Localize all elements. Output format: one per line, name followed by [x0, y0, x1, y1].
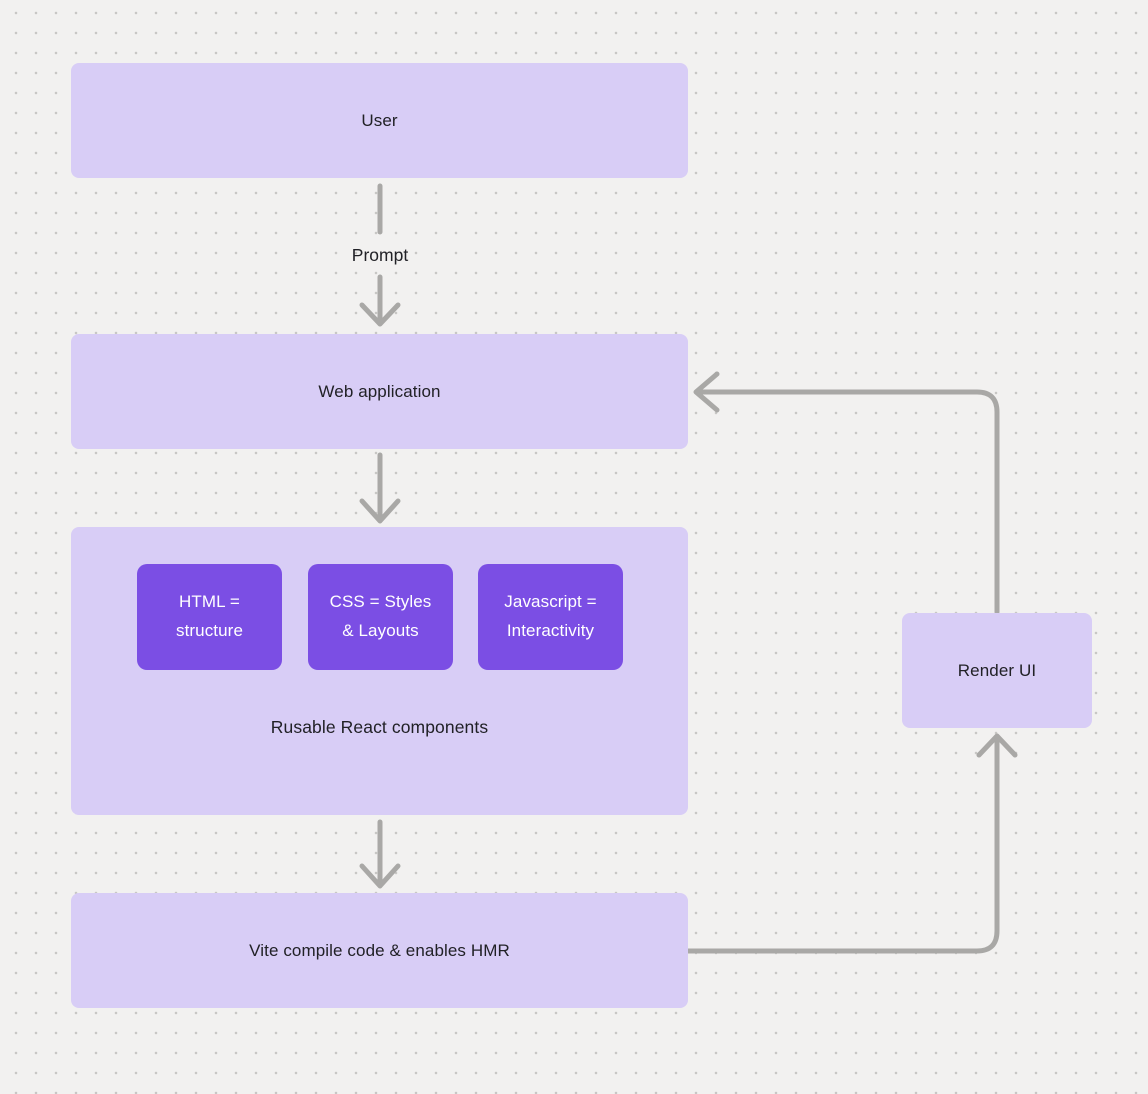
- node-user-label: User: [361, 110, 398, 130]
- arrowhead-down-webapp-icon: [359, 302, 401, 327]
- arrowhead-down-components-icon: [359, 498, 401, 524]
- node-web-application-label: Web application: [318, 381, 441, 401]
- node-render-ui-label: Render UI: [957, 660, 1037, 680]
- edge-label-prompt: Prompt: [351, 245, 409, 265]
- arrowhead-left-webapp-icon: [693, 371, 720, 413]
- node-javascript-label: Javascript = Interactivity: [504, 592, 597, 640]
- node-user[interactable]: User: [71, 63, 688, 178]
- node-html[interactable]: HTML = structure: [137, 564, 282, 670]
- node-html-label: HTML = structure: [175, 592, 244, 640]
- arrowhead-down-vite-icon: [359, 863, 401, 889]
- arrowhead-up-render-icon: [976, 733, 1018, 758]
- node-javascript[interactable]: Javascript = Interactivity: [478, 564, 623, 670]
- node-vite[interactable]: Vite compile code & enables HMR: [71, 893, 688, 1008]
- node-components-group-label: Rusable React components: [270, 717, 489, 737]
- node-render-ui[interactable]: Render UI: [902, 613, 1092, 728]
- node-css[interactable]: CSS = Styles & Layouts: [308, 564, 453, 670]
- arrow-vite-to-render: [685, 734, 1000, 954]
- node-components-group[interactable]: HTML = structure CSS = Styles & Layouts …: [71, 527, 688, 815]
- node-vite-label: Vite compile code & enables HMR: [249, 940, 510, 960]
- node-web-application[interactable]: Web application: [71, 334, 688, 449]
- arrow-render-to-webapp: [694, 389, 1000, 615]
- node-css-label: CSS = Styles & Layouts: [329, 592, 432, 640]
